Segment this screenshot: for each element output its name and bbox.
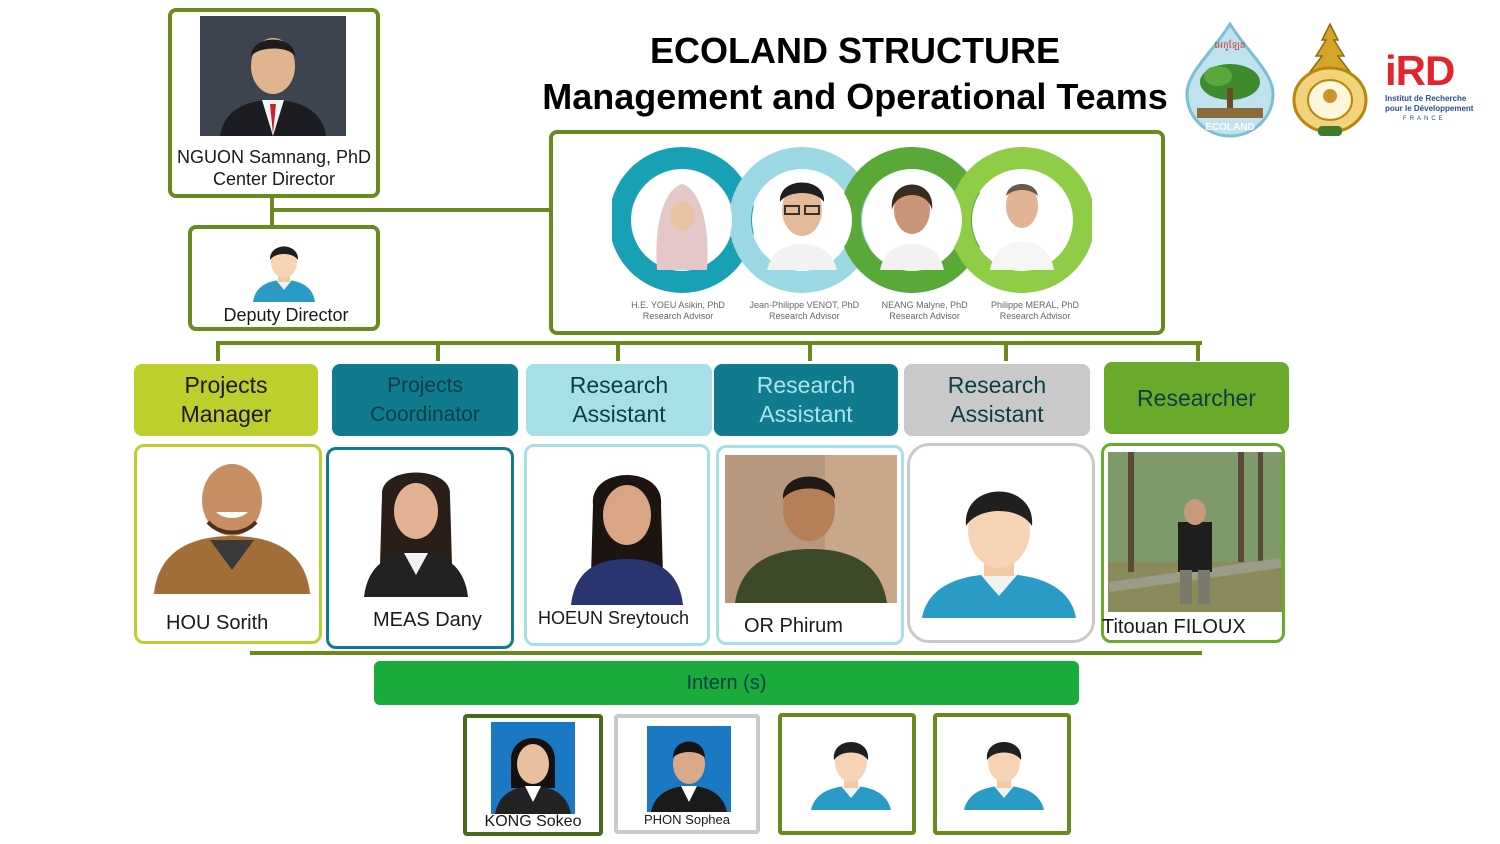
connector-team-drop — [1196, 341, 1200, 361]
connector-team-drop — [808, 341, 812, 361]
deputy-role: Deputy Director — [223, 305, 349, 325]
team-role-header: Researcher — [1104, 362, 1289, 434]
advisor-name: Jean-Philippe VENOT, PhD — [749, 300, 860, 310]
team-role-label: Research Assistant — [947, 372, 1047, 427]
ird-logo-line-1: Institut de Recherche — [1385, 94, 1467, 103]
team-role-header: Research Assistant — [904, 364, 1090, 436]
team-role-label: Projects Manager — [180, 372, 272, 427]
team-member-name: HOU Sorith — [166, 612, 269, 634]
director-name: NGUON Samnang, PhD — [176, 147, 372, 167]
team-member-photo — [725, 455, 897, 603]
ird-logo-line-2: pour le Développement — [1385, 104, 1474, 113]
team-member-name: Titouan FILOUX — [1102, 616, 1246, 638]
team-role-label: Research Assistant — [756, 372, 856, 427]
advisor-name: NEANG Malyne, PhD — [881, 300, 968, 310]
connector-interns — [250, 651, 1202, 655]
director-role: Center Director — [212, 169, 336, 189]
intern-name: KONG Sokeo — [484, 813, 582, 830]
connector-team-drop — [436, 341, 440, 361]
team-role-label: Research Assistant — [569, 372, 669, 427]
advisor-role: Research Advisor — [999, 311, 1071, 321]
connector-director-advisors — [272, 208, 552, 212]
deputy-avatar-icon — [251, 240, 317, 302]
connector-team-drop — [616, 341, 620, 361]
connector-team-drop — [1004, 341, 1008, 361]
connector-team-drop — [216, 341, 220, 361]
director-photo — [200, 16, 346, 136]
team-member-name: OR Phirum — [744, 615, 843, 637]
intern-avatar-icon — [962, 736, 1046, 810]
page-title: ECOLAND STRUCTURE Management and Operati… — [470, 28, 1240, 120]
advisor-name: H.E. YOEU Asikin, PhD — [631, 300, 725, 310]
interns-header: Intern (s) — [374, 661, 1079, 705]
team-member-photo — [360, 455, 472, 597]
team-member-photo — [1108, 452, 1282, 612]
team-member-photo — [150, 452, 314, 594]
interns-label: Intern (s) — [686, 671, 767, 694]
intern-name: PHON Sophea — [644, 812, 730, 827]
ecoland-logo: ECOLAND អេកូឡែន — [1183, 21, 1277, 138]
team-role-header: Projects Manager — [134, 364, 318, 436]
team-role-label: Researcher — [1137, 384, 1256, 411]
advisor-role: Research Advisor — [889, 311, 960, 321]
ecoland-logo-text: ECOLAND — [1205, 122, 1254, 133]
ird-logo: iRD Institut de Recherche pour le Dévelo… — [1385, 48, 1485, 138]
advisor-role: Research Advisor — [769, 311, 840, 321]
ird-logo-line-3: FRANCE — [1403, 116, 1446, 122]
title-line-1: ECOLAND STRUCTURE — [650, 30, 1060, 71]
advisor-role: Research Advisor — [642, 311, 714, 321]
university-seal-logo — [1288, 22, 1372, 140]
team-member-avatar-icon — [920, 478, 1078, 618]
team-role-label: Projects Coordinator — [370, 374, 480, 426]
team-member-name: HOEUN Sreytouch — [538, 608, 690, 628]
advisors-rings — [609, 140, 1095, 300]
advisor-name: Philippe MERAL, PhD — [990, 300, 1079, 310]
team-role-header: Research Assistant — [526, 364, 712, 436]
connector-team-bus — [216, 341, 1202, 345]
team-member-photo — [565, 455, 689, 605]
intern-avatar-icon — [809, 736, 893, 810]
title-line-2: Management and Operational Teams — [542, 76, 1168, 117]
intern-photo — [647, 726, 731, 812]
deputy-box — [188, 225, 380, 331]
team-role-header: Research Assistant — [714, 364, 898, 436]
intern-photo — [491, 722, 575, 814]
team-member-name: MEAS Dany — [373, 609, 482, 631]
ecoland-logo-khmer: អេកូឡែន — [1215, 39, 1246, 51]
team-role-header: Projects Coordinator — [332, 364, 518, 436]
ird-logo-mark: iRD — [1385, 47, 1455, 94]
director-caption: NGUON Samnang, PhD Center Director — [168, 146, 380, 190]
